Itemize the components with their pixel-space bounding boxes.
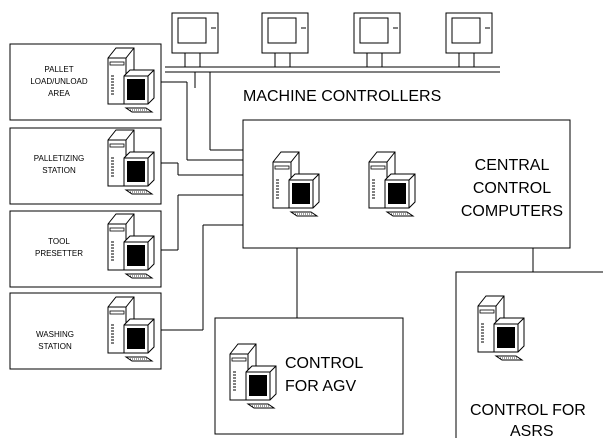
machine-controller-1: [171, 12, 219, 54]
station-palletizing: PALLETIZING STATION: [9, 127, 162, 205]
palletizing-label-line1: PALLETIZING: [34, 154, 85, 163]
machine-controller-4: [445, 12, 493, 54]
pallet-label-line1: PALLET: [44, 65, 73, 74]
washing-label-line2: STATION: [38, 342, 72, 351]
machine-controller-3: [353, 12, 401, 54]
station-tool-presetter: TOOL PRESETTER: [9, 210, 162, 288]
control-for-agv: CONTROL FOR AGV: [214, 317, 404, 435]
central-label-line3: COMPUTERS: [461, 203, 563, 220]
washing-label-line1: WASHING: [36, 330, 74, 339]
central-control-computers: CENTRAL CONTROL COMPUTERS: [242, 119, 571, 249]
tool-label-line2: PRESETTER: [35, 249, 83, 258]
pallet-label-line2: LOAD/UNLOAD: [30, 77, 88, 86]
asrs-label-line1: CONTROL FOR: [470, 402, 586, 419]
control-for-asrs: CONTROL FOR ASRS: [455, 271, 603, 438]
central-label-line2: CONTROL: [473, 180, 551, 197]
pallet-label-line3: AREA: [48, 89, 70, 98]
tool-label-line1: TOOL: [48, 237, 70, 246]
connection-lines: [161, 72, 534, 331]
station-washing: WASHING STATION: [9, 292, 162, 370]
machine-controller-2: [261, 12, 309, 54]
machine-controllers-label: MACHINE CONTROLLERS: [243, 88, 441, 105]
asrs-label-line2: ASRS: [510, 423, 554, 438]
palletizing-label-line2: STATION: [42, 166, 76, 175]
station-pallet-load-unload: PALLET LOAD/UNLOAD AREA: [9, 43, 162, 121]
machine-controllers: [171, 12, 493, 54]
agv-label-line1: CONTROL: [285, 355, 363, 372]
machine-bus: [165, 53, 500, 73]
agv-label-line2: FOR AGV: [285, 378, 356, 395]
central-label-line1: CENTRAL: [475, 157, 550, 174]
